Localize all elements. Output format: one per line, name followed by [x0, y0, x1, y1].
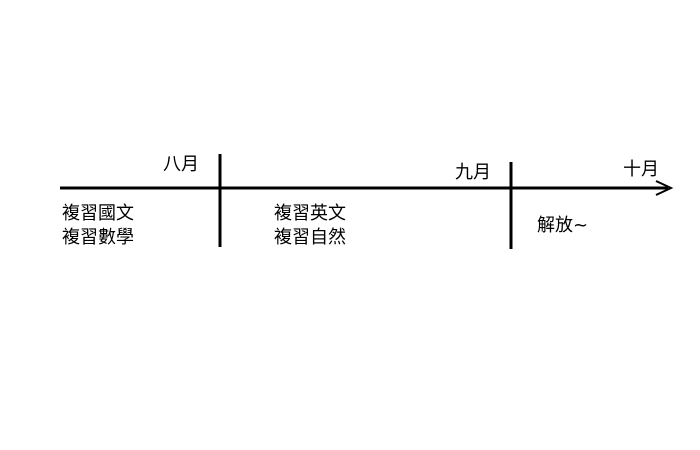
task-item: 複習國文: [62, 203, 134, 224]
tasks-after-september: 解放~: [537, 214, 588, 238]
task-item: 解放~: [537, 215, 589, 236]
tasks-august-to-september: 複習英文 複習自然: [274, 202, 346, 250]
timeline-arrowhead: [655, 180, 674, 196]
tasks-before-august: 複習國文 複習數學: [62, 202, 134, 250]
task-item: 複習自然: [274, 227, 346, 248]
task-item: 複習英文: [274, 203, 346, 224]
month-label-september: 九月: [455, 162, 491, 183]
task-item: 複習數學: [62, 227, 134, 248]
month-label-august: 八月: [163, 154, 199, 175]
month-label-october: 十月: [623, 159, 659, 180]
